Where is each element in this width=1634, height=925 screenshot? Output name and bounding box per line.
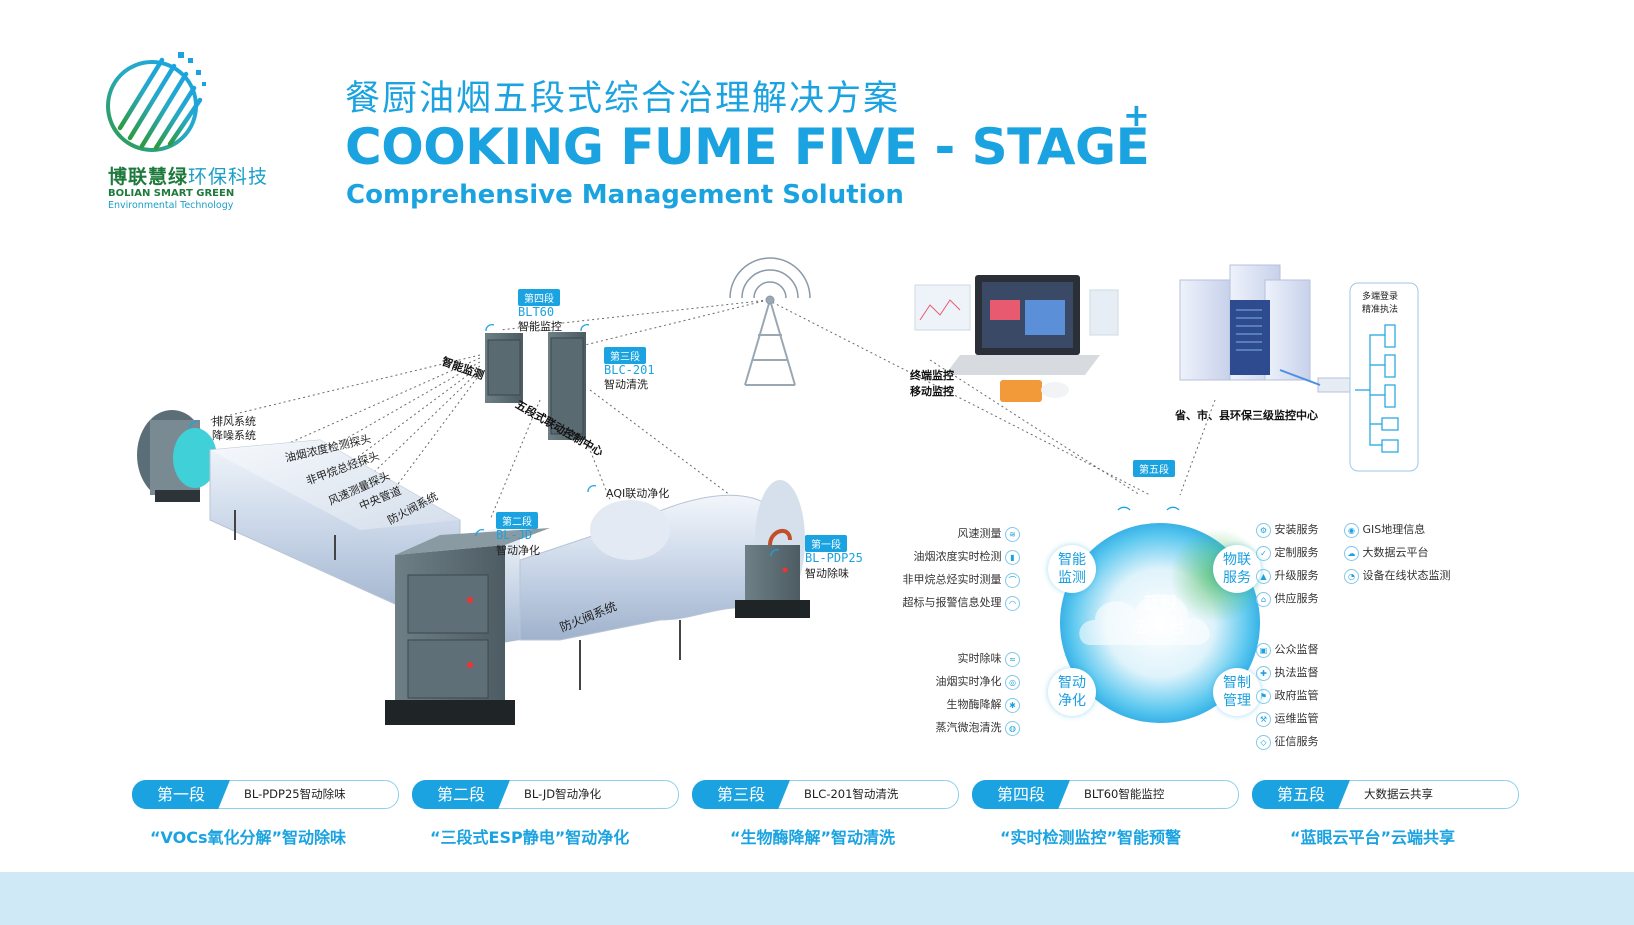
stage3-model: BLC-201 — [604, 363, 655, 377]
main-duct — [209, 439, 805, 690]
cloud-quad-iot: 物联 服务 — [1213, 545, 1261, 593]
stage2-purifier — [385, 528, 550, 725]
cloud-item: ⚑ 政府监管 — [1256, 687, 1319, 704]
label-multi-login: 多端登录 — [1362, 292, 1399, 302]
multi-terminal-box — [1349, 282, 1419, 472]
cloud-item: ⚙ 安装服务 — [1256, 521, 1319, 538]
cloud-item: 油烟实时净化 ◎ — [936, 673, 1020, 690]
cloud-item: 风速测量 ≋ — [958, 525, 1020, 542]
logo-en-name: BOLIAN SMART GREEN — [108, 188, 235, 199]
cloud-item: 超标与报警信息处理 ◠ — [903, 594, 1020, 611]
label-noise: 降噪系统 — [212, 429, 256, 442]
cloud-item: ⚒ 运维监管 — [1256, 710, 1319, 727]
cloud-item: ✚ 执法监督 — [1256, 664, 1319, 681]
stage4-model: BLT60 — [518, 305, 555, 319]
stage-slogan-1: “VOCs氧化分解”智动除味 — [150, 828, 347, 847]
cloud-quad-monitor: 智能 监测 — [1048, 545, 1096, 593]
stage-slogan-5: “蓝眼云平台”云端共享 — [1290, 828, 1456, 847]
cloud-quad-purify: 智动 净化 — [1048, 668, 1096, 716]
page-title-cn: 餐厨油烟五段式综合治理解决方案 — [345, 79, 901, 119]
stage1-deodorizer — [735, 529, 810, 618]
stage-pill-5: 第五段大数据云共享 — [1252, 780, 1519, 809]
status-icon: ◔ — [1344, 568, 1359, 584]
page-title-en: COOKING FUME FIVE - STAGE — [345, 118, 1150, 176]
cloud-title: 蓝眼云平台 — [1134, 594, 1186, 638]
exhaust-fan — [137, 410, 217, 502]
bigdata-icon: ☁ — [1344, 545, 1359, 561]
wifi-icons — [189, 324, 1180, 557]
alarm-icon: ◠ — [1005, 595, 1020, 611]
label-exhaust: 排风系统 — [212, 415, 256, 428]
company-logo: 博联慧绿环保科技 BOLIAN SMART GREEN Environmenta… — [100, 48, 320, 218]
stage4-func: 智能监控 — [518, 320, 562, 333]
cloud-item: ☁ 大数据云平台 — [1344, 544, 1429, 561]
logo-icon — [106, 52, 206, 152]
stage-slogan-4: “实时检测监控”智能预警 — [1000, 828, 1182, 847]
deodor-icon: ≈ — [1005, 651, 1020, 667]
stage2-func: 智动净化 — [496, 544, 540, 557]
install-icon: ⚙ — [1256, 522, 1271, 538]
logo-cn-name: 博联慧绿环保科技 — [108, 166, 269, 188]
stage-slogan-2: “三段式ESP静电”智动净化 — [430, 828, 630, 847]
gov-icon: ⚑ — [1256, 688, 1271, 704]
cloud-item: ◔ 设备在线状态监测 — [1344, 567, 1451, 584]
cloud-item: ◉ GIS地理信息 — [1344, 521, 1425, 538]
label-precise: 精准执法 — [1362, 305, 1399, 315]
page-subtitle-en: Comprehensive Management Solution — [346, 180, 904, 210]
stage4-cabinet — [485, 333, 523, 403]
server-rack — [1179, 264, 1351, 393]
laptop-monitor — [914, 275, 1119, 402]
upgrade-icon: ▲ — [1256, 568, 1271, 584]
chart-icon: ⌒ — [1005, 572, 1020, 588]
cloud-item: 非甲烷总烃实时测量 ⌒ — [903, 571, 1020, 588]
ops-icon: ⚒ — [1256, 711, 1271, 727]
cloud-item: 蒸汽微泡清洗 ◍ — [936, 719, 1020, 736]
gis-icon: ◉ — [1344, 522, 1359, 538]
public-icon: ▣ — [1256, 642, 1271, 658]
cloud-item: 油烟浓度实时检测 ▮ — [914, 548, 1020, 565]
cloud-item: ▣ 公众监督 — [1256, 641, 1319, 658]
label-aqi: AQI联动净化 — [606, 487, 670, 500]
cloud-item: 生物酶降解 ✱ — [947, 696, 1020, 713]
stage4-tag: 第四段 — [518, 289, 560, 306]
stage1-model: BL-PDP25 — [805, 551, 863, 565]
wave-icon: ≋ — [1005, 526, 1020, 542]
credit-icon: ◇ — [1256, 734, 1271, 750]
cloud-item: ▲ 升级服务 — [1256, 567, 1319, 584]
stage1-tag: 第一段 — [805, 535, 847, 552]
cloud-item: ✓ 定制服务 — [1256, 544, 1319, 561]
stage3-tag: 第三段 — [604, 347, 646, 364]
cloud-item: ⌂ 供应服务 — [1256, 590, 1319, 607]
cloud-item: 实时除味 ≈ — [958, 650, 1020, 667]
stage3-cabinet — [548, 332, 586, 440]
purify-icon: ◎ — [1005, 674, 1020, 690]
label-mobile: 移动监控 — [910, 385, 954, 398]
signal-tower — [729, 257, 811, 386]
title-plus: + — [1123, 96, 1150, 134]
law-icon: ✚ — [1256, 665, 1271, 681]
stage2-model: BL-JD — [496, 528, 533, 542]
bottom-band — [0, 872, 1634, 925]
cloud-item: ◇ 征信服务 — [1256, 733, 1319, 750]
logo-en-sub: Environmental Technology — [108, 200, 234, 211]
stage2-tag: 第二段 — [496, 512, 538, 529]
stage5-tag: 第五段 — [1133, 460, 1175, 477]
steam-icon: ◍ — [1005, 720, 1020, 736]
supply-icon: ⌂ — [1256, 591, 1271, 607]
label-center: 省、市、县环保三级监控中心 — [1175, 409, 1318, 422]
meter-icon: ▮ — [1005, 549, 1020, 565]
cloud-icon — [1079, 593, 1210, 645]
enzyme-icon: ✱ — [1005, 697, 1020, 713]
stage-slogan-3: “生物酶降解”智动清洗 — [730, 828, 896, 847]
custom-icon: ✓ — [1256, 545, 1271, 561]
cloud-quad-manage: 智制 管理 — [1213, 668, 1261, 716]
label-terminal: 终端监控 — [910, 369, 954, 382]
stage3-func: 智动清洗 — [604, 378, 648, 391]
stage1-func: 智动除味 — [805, 567, 849, 580]
